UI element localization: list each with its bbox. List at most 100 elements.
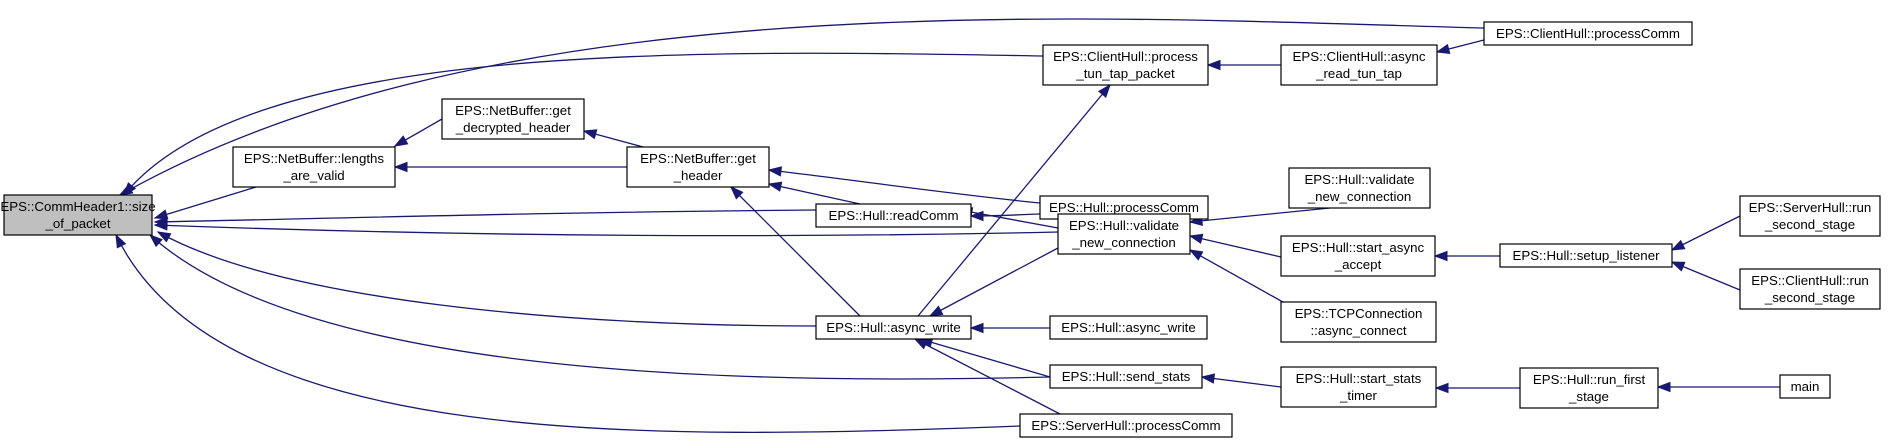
edge-arrowhead [1435, 43, 1451, 54]
edge-n8-to-n4 [959, 209, 1059, 229]
function-node[interactable]: EPS::Hull::readComm [815, 203, 972, 228]
node-box[interactable] [815, 203, 972, 228]
edge-n17-to-n10 [1201, 376, 1282, 388]
function-node[interactable]: EPS::NetBuffer::get_header [626, 146, 770, 188]
function-node[interactable]: main [1779, 374, 1831, 399]
edge-arrowhead [156, 231, 172, 243]
node-box[interactable] [626, 146, 770, 188]
function-node[interactable]: EPS::TCPConnection::async_connect [1280, 301, 1437, 343]
edge-n11-to-n5 [914, 338, 1061, 415]
node-box[interactable] [1779, 374, 1831, 399]
function-node[interactable]: EPS::Hull::send_stats [1049, 364, 1203, 389]
node-label-line: EPS::Hull::readComm [828, 208, 958, 223]
node-box[interactable] [1280, 301, 1437, 343]
node-label-line: _timer [1339, 388, 1378, 403]
node-box[interactable] [815, 315, 972, 340]
function-node[interactable]: EPS::Hull::start_async_accept [1280, 235, 1436, 277]
edge-n1-to-n0 [154, 186, 257, 219]
node-label-line: _read_tun_tap [1315, 66, 1402, 81]
node-label-line: EPS::ClientHull::run [1751, 273, 1869, 288]
node-box[interactable] [1042, 44, 1209, 86]
node-box[interactable] [1049, 364, 1203, 389]
function-node[interactable]: EPS::NetBuffer::lengths_are_valid [232, 146, 396, 188]
edge-n14-to-n8 [1189, 207, 1331, 223]
edge-arrowhead [729, 185, 744, 200]
node-box[interactable] [441, 98, 585, 140]
node-label-line: EPS::Hull::async_write [1061, 320, 1196, 335]
function-node[interactable]: EPS::Hull::validate_new_connection [1057, 213, 1191, 255]
edge-n6-to-n0 [123, 52, 1044, 196]
edge-n8-to-n0 [154, 224, 1059, 237]
edge-arrowhead [153, 209, 169, 220]
edge-arrowhead [393, 161, 408, 173]
root-node[interactable]: EPS::CommHeader1::size_of_packet [0, 194, 156, 236]
node-label-line: _accept [1334, 257, 1382, 272]
function-node[interactable]: EPS::Hull::start_stats_timer [1280, 366, 1437, 408]
node-box[interactable] [1019, 413, 1233, 438]
node-box[interactable] [1483, 21, 1693, 46]
edge-arrowhead [582, 129, 598, 140]
edge-arrowhead [1656, 381, 1671, 393]
edge-arrowhead [393, 135, 409, 147]
node-label-line: _stage [1568, 389, 1609, 404]
node-box[interactable] [1057, 213, 1191, 255]
edge-arrowhead [1200, 373, 1216, 384]
edge-n8-to-n5 [929, 247, 1059, 317]
node-label-line: _second_stage [1764, 290, 1855, 305]
node-label-line: EPS::Hull::run_first [1533, 372, 1646, 387]
node-box[interactable] [3, 194, 153, 236]
edge-n10-to-n0 [149, 234, 1051, 380]
node-box[interactable] [1739, 268, 1881, 310]
node-box[interactable] [1288, 167, 1431, 209]
node-box[interactable] [1049, 315, 1208, 340]
node-box[interactable] [232, 146, 396, 188]
edge-arrowhead [1188, 233, 1204, 244]
edge-n11-to-n0 [115, 234, 1021, 433]
node-box[interactable] [1280, 235, 1436, 277]
node-box[interactable] [1519, 367, 1659, 409]
function-node[interactable]: EPS::Hull::async_write [815, 315, 972, 340]
node-label-line: main [1791, 379, 1820, 394]
edge-n5-to-n3 [730, 186, 861, 317]
node-label-line: EPS::ClientHull::async [1292, 49, 1425, 64]
function-node[interactable]: EPS::Hull::processComm [1039, 195, 1209, 220]
edge-n10-to-n5 [919, 338, 1051, 378]
node-label-line: EPS::NetBuffer::get [455, 103, 571, 118]
node-box[interactable] [1499, 243, 1673, 268]
edge-arrowhead [1097, 83, 1111, 98]
edge-n7-to-n3 [768, 169, 1041, 204]
edge-n19-to-n18 [1671, 215, 1741, 251]
function-node[interactable]: EPS::Hull::async_write [1049, 315, 1208, 340]
edge-n5-to-n6 [917, 84, 1111, 317]
node-layer: EPS::CommHeader1::size_of_packet EPS::Net… [0, 21, 1881, 438]
edge-arrowhead [913, 338, 929, 350]
node-label-line: _of_packet [44, 216, 110, 231]
function-node[interactable]: EPS::ClientHull::run_second_stage [1739, 268, 1881, 310]
node-label-line: EPS::NetBuffer::get [640, 151, 756, 166]
edge-n15-to-n8 [1189, 235, 1282, 258]
node-label-line: ::async_connect [1310, 323, 1406, 338]
node-box[interactable] [1280, 44, 1438, 86]
edge-arrowhead [767, 181, 783, 192]
function-node[interactable]: EPS::Hull::setup_listener [1499, 243, 1673, 268]
function-node[interactable]: EPS::ServerHull::run_second_stage [1739, 195, 1881, 237]
function-node[interactable]: EPS::ClientHull::process_tun_tap_packet [1042, 44, 1209, 86]
edge-arrowhead [969, 322, 984, 334]
edge-arrowhead [1670, 261, 1686, 272]
edge-arrowhead [115, 233, 127, 249]
edge-arrowhead [767, 166, 783, 177]
node-label-line: EPS::CommHeader1::size [0, 199, 155, 214]
edge-n4-to-n0 [154, 209, 817, 223]
function-node[interactable]: EPS::ClientHull::processComm [1483, 21, 1693, 46]
function-node[interactable]: EPS::ClientHull::async_read_tun_tap [1280, 44, 1438, 86]
function-node[interactable]: EPS::Hull::run_first_stage [1519, 367, 1659, 409]
edge-layer [115, 18, 1780, 433]
node-box[interactable] [1739, 195, 1881, 237]
function-node[interactable]: EPS::NetBuffer::get_decrypted_header [441, 98, 585, 140]
node-label-line: _header [673, 168, 723, 183]
node-label-line: _decrypted_header [455, 120, 571, 135]
node-box[interactable] [1280, 366, 1437, 408]
function-node[interactable]: EPS::Hull::validate_new_connection [1288, 167, 1431, 209]
function-node[interactable]: EPS::ServerHull::processComm [1019, 413, 1233, 438]
